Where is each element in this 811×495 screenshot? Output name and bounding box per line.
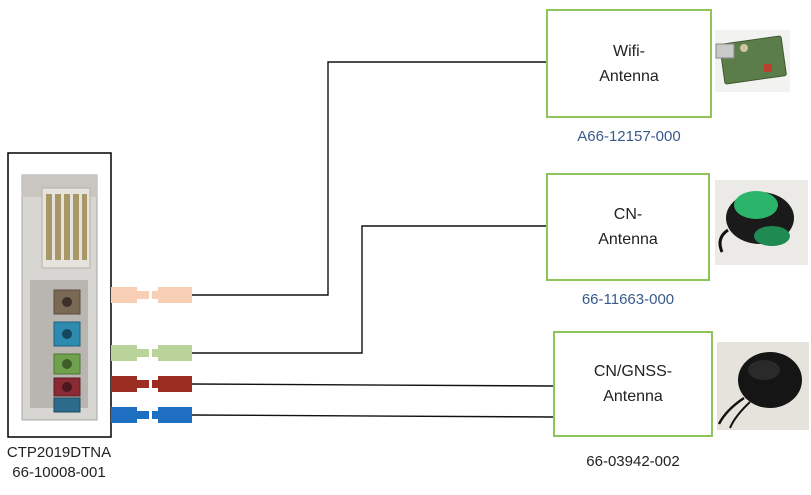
- connector-3: [111, 376, 192, 392]
- cn-antenna-line1: CN-: [613, 206, 643, 223]
- connector-group: [111, 287, 192, 423]
- connector-1: [111, 287, 192, 303]
- cn-antenna-box: CN- Antenna: [546, 173, 710, 281]
- wifi-antenna-part-number: A66-12157-000: [577, 128, 681, 145]
- wifi-antenna-line1: Wifi-: [613, 42, 645, 60]
- cn-antenna-puck-photo: [715, 180, 808, 265]
- device-part-number: 66-10008-001: [12, 464, 106, 481]
- wire-3: [191, 383, 554, 387]
- cn-gnss-antenna-line1: CN/GNSS-: [593, 363, 673, 380]
- device-name: CTP2019DTNA: [6, 444, 112, 461]
- connector-4: [111, 407, 192, 423]
- wire-1: [192, 61, 546, 296]
- connector-2: [111, 345, 192, 361]
- cn-gnss-antenna-line2: Antenna: [603, 388, 663, 405]
- wifi-antenna-pcb-photo: [715, 30, 790, 92]
- cn-gnss-antenna-part-number: 66-03942-002: [586, 453, 680, 470]
- wire-4: [191, 414, 554, 418]
- cn-antenna-part-number: 66-11663-000: [581, 291, 675, 308]
- device-photo: [21, 174, 98, 421]
- wifi-antenna-box: Wifi- Antenna: [546, 9, 712, 118]
- wifi-antenna-line2: Antenna: [599, 67, 659, 85]
- cn-antenna-line2: Antenna: [598, 231, 658, 248]
- wire-group: [191, 61, 554, 418]
- device-label: CTP2019DTNA 66-10008-001: [0, 443, 118, 483]
- cn-gnss-antenna-box: CN/GNSS- Antenna: [553, 331, 713, 437]
- cn-gnss-antenna-puck-photo: [717, 342, 809, 430]
- wire-2: [192, 225, 546, 354]
